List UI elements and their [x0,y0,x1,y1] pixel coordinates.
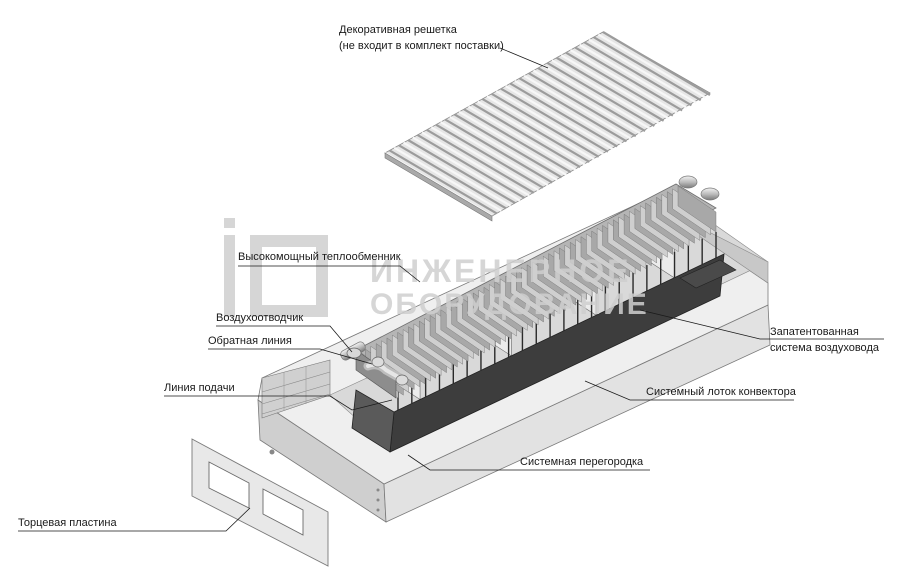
grille-slat [509,82,618,148]
grille-slat [481,97,590,163]
grille-slat [495,90,604,156]
label-supply-line: Линия подачи [164,382,235,394]
grille-slat [597,33,706,99]
watermark-line-2: ОБОРУДОВАНИЕ [370,288,649,321]
grille-slat [542,64,651,130]
grille-slat [402,141,512,207]
grille-slat [486,95,595,161]
grille-slat [551,59,660,125]
leader-air-vent [216,325,353,353]
grille-slat [523,74,632,140]
grille-slats [384,31,711,217]
label-air-duct-line-2: система воздуховода [770,342,879,354]
leader-partition [407,454,650,471]
leader-supply-line [164,395,393,411]
label-convector-tray: Системный лоток конвектора [646,386,796,398]
grille-slat [416,134,526,199]
grille-slat [491,92,600,158]
grille-slat [593,36,702,102]
label-grille-note: (не входит в комплект поставки) [339,40,504,52]
grille-slat [532,69,641,135]
grille-slat [407,139,516,205]
grille-slat [546,61,655,127]
grille-slat [444,118,553,184]
label-return-line: Обратная линия [208,335,292,347]
grille-slat [574,46,683,112]
label-heat-exchanger: Высокомощный теплообменник [238,251,401,263]
grille-slat [500,87,609,153]
grille-slat [583,41,693,107]
heat-exchanger [355,183,717,399]
grille-slat [389,149,498,215]
label-end-plate: Торцевая пластина [18,517,117,529]
tray-side-profile [261,359,331,419]
leader-return-line [208,348,373,365]
grille-slat [579,43,688,109]
pipe-elbows-back [678,175,720,201]
grille-slat [463,108,572,174]
grille-slat [565,51,674,117]
watermark-line-1: ИНЖЕНЕРНОЕ [370,253,632,289]
grille-slat [537,67,646,132]
grille-slat [518,77,628,143]
grille-slat [435,123,544,189]
grille-slat [440,121,549,187]
label-air-duct-line-1: Запатентованная [770,326,859,338]
air-vent-valve [346,347,362,359]
label-air-vent: Воздухоотводчик [216,312,304,324]
leader-air-duct [639,309,884,340]
grille-slat [560,54,669,120]
grille-slat [569,49,679,114]
grille-slat [472,103,581,169]
grille-slat [421,131,530,197]
grille-slat [393,146,502,212]
grille-slat [454,113,563,179]
grille-slat [449,116,558,181]
leader-lines [18,47,884,532]
grille-slat [430,126,539,192]
grille-slat [412,136,521,202]
grille-slat [467,105,577,171]
grille-slat [477,100,586,166]
heat-exchanger-fins [359,185,717,399]
decorative-grille [384,31,711,222]
leader-end-plate [18,507,251,532]
watermark: ИНЖЕНЕРНОЕ ОБОРУДОВАНИЕ [224,218,649,321]
grille-slat [514,79,623,145]
leader-heat-exchanger [238,265,421,283]
end-plate [191,438,329,567]
hx-fin [677,185,717,233]
grille-slat [458,110,567,176]
grille-slat [505,85,614,151]
leader-grille [499,47,549,69]
grille-slat [556,56,665,122]
grille-slat [528,72,637,138]
io-logo-icon [224,218,328,317]
grille-slat [398,144,507,210]
grille-slat [426,128,535,194]
label-system-partition: Системная перегородка [520,456,644,468]
grille-slat [588,38,697,104]
leader-tray [584,380,794,401]
label-decorative-grille: Декоративная решетка [339,24,457,36]
grille-slat [602,31,711,96]
